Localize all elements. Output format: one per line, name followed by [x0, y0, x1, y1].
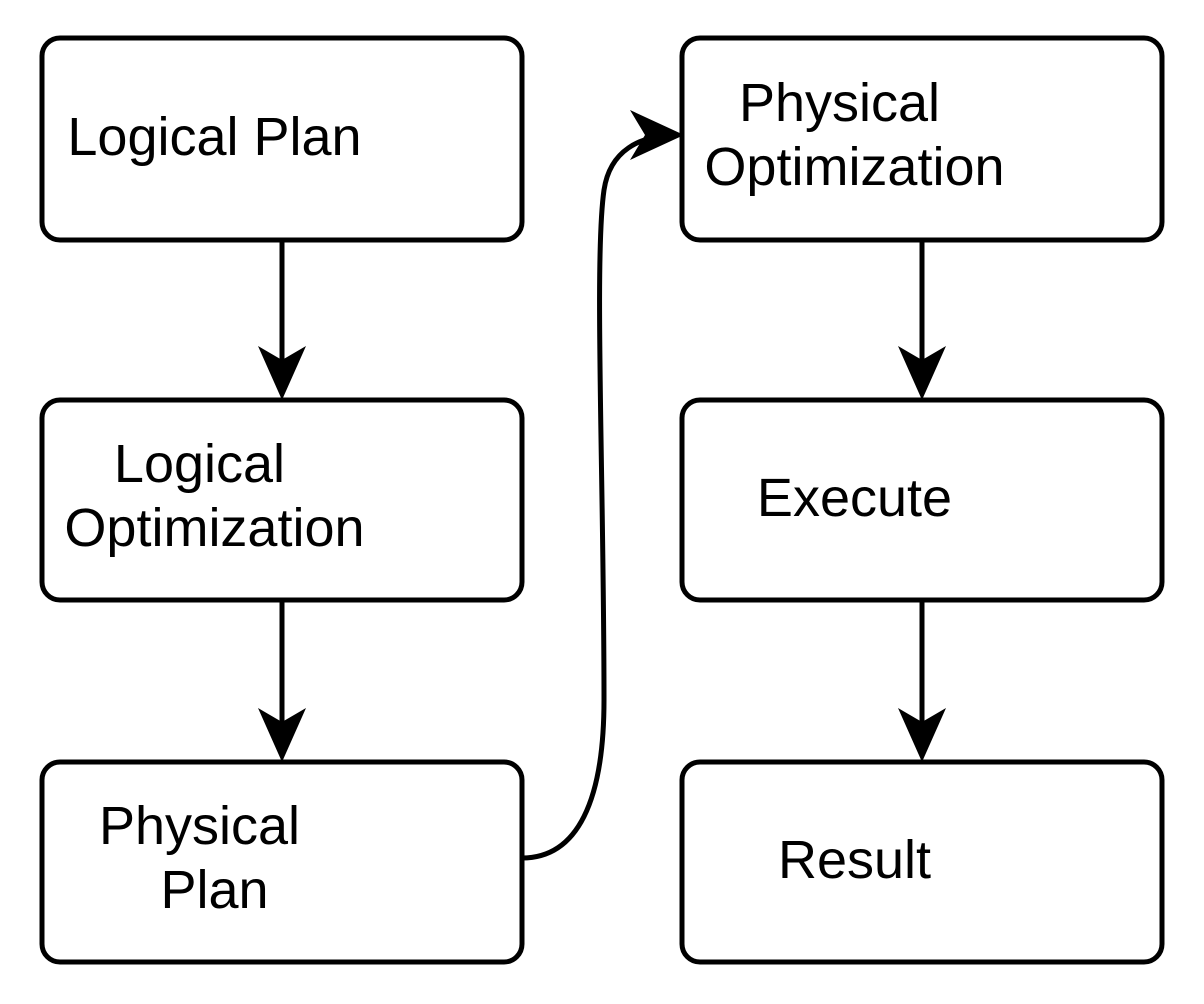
node-physical-plan[interactable]: Physical Plan: [39, 759, 525, 965]
node-label-line: Optimization: [704, 137, 1004, 197]
node-logical-optimization[interactable]: Logical Optimization: [39, 397, 525, 603]
node-label: Logical Optimization: [64, 434, 499, 558]
node-label: Result: [778, 830, 1066, 890]
node-label-line: Plan: [160, 860, 268, 920]
node-layer: Logical Plan Logical Optimization Physic…: [39, 35, 1165, 965]
node-label-line: Optimization: [64, 498, 364, 558]
node-label-line: Physical: [99, 796, 300, 856]
node-label: Physical Plan: [99, 796, 465, 920]
arrow-right-icon: [630, 110, 684, 160]
edge-physical-plan-to-physical-optimization[interactable]: [521, 110, 684, 861]
edge-logical-optimization-to-physical-plan[interactable]: [258, 600, 306, 762]
node-logical-plan[interactable]: Logical Plan: [39, 35, 525, 243]
edge-physical-optimization-to-execute[interactable]: [898, 240, 946, 400]
edge-curve: [521, 132, 675, 861]
arrow-down-icon: [258, 708, 306, 762]
node-shape: [679, 35, 1165, 243]
node-label: Execute: [757, 468, 1087, 528]
edge-execute-to-result[interactable]: [898, 600, 946, 762]
arrow-down-icon: [258, 346, 306, 400]
arrow-down-icon: [898, 708, 946, 762]
edge-layer: [258, 110, 946, 861]
node-label-line: Physical: [739, 73, 940, 133]
node-label: Physical Optimization: [704, 73, 1139, 197]
node-label-line: Execute: [757, 468, 952, 528]
node-physical-optimization[interactable]: Physical Optimization: [679, 35, 1165, 243]
node-label-line: Logical Plan: [67, 107, 361, 167]
node-result[interactable]: Result: [679, 759, 1165, 965]
node-shape: [39, 35, 525, 243]
edge-logical-plan-to-logical-optimization[interactable]: [258, 240, 306, 400]
node-label-line: Logical: [114, 434, 285, 494]
node-label-line: Result: [778, 830, 931, 890]
node-label: Logical Plan: [67, 107, 496, 167]
node-shape: [39, 759, 525, 965]
arrow-down-icon: [898, 346, 946, 400]
node-execute[interactable]: Execute: [679, 397, 1165, 603]
node-shape: [679, 759, 1165, 965]
node-shape: [39, 397, 525, 603]
node-shape: [679, 397, 1165, 603]
